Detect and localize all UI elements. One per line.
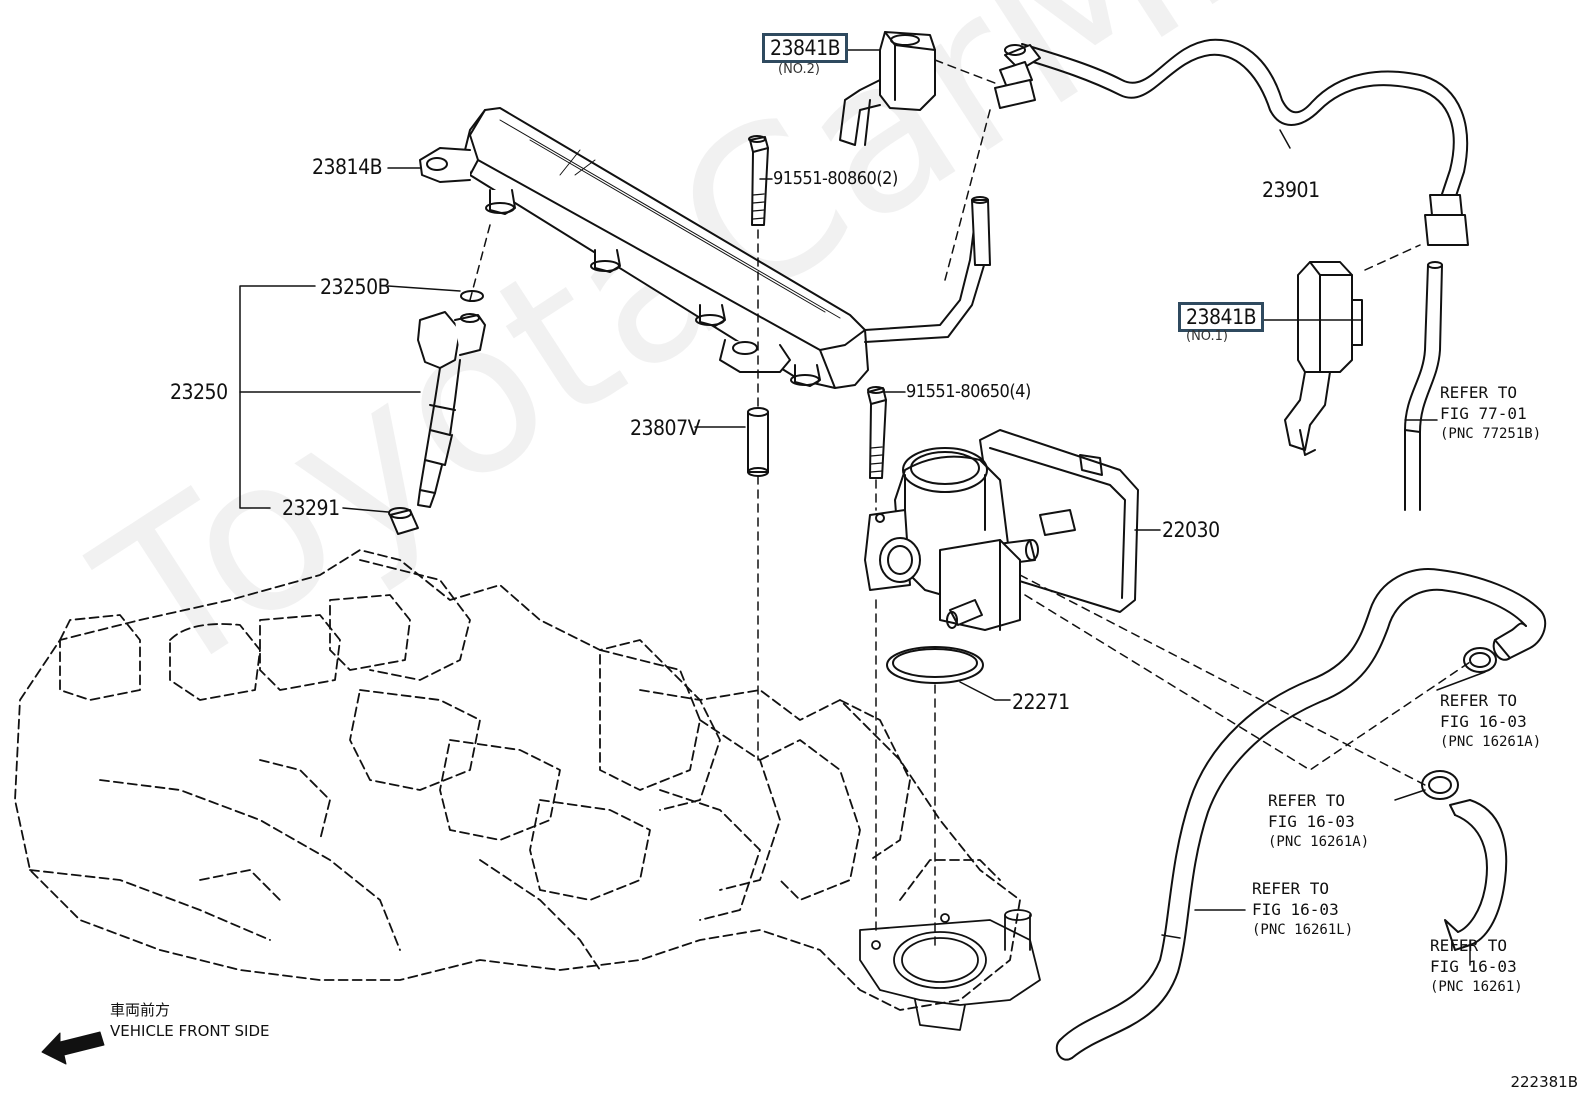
refer-line1: REFER TO [1440,383,1518,402]
coolant-hose-16261L [1055,568,1547,1061]
refer-line2: FIG 77-01 [1440,404,1527,423]
part-sublabel-no1: (NO.1) [1186,329,1228,344]
gasket-22271 [886,646,984,684]
part-label-91551-80860[interactable]: 91551-80860(2) [773,168,898,189]
intake-flange [859,909,1041,1031]
part-label-23291[interactable]: 23291 [282,496,340,520]
part-label-23250[interactable]: 23250 [170,380,228,404]
refer-pnc: (PNC 16261A) [1440,734,1542,750]
refer-block-16-03-a-lower[interactable]: REFER TO FIG 16-03 (PNC 16261A) [1268,790,1369,853]
refer-line1: REFER TO [1252,879,1330,898]
part-sublabel-no2: (NO.2) [778,62,820,77]
refer-block-77-01[interactable]: REFER TO FIG 77-01 (PNC 77251B) [1440,382,1541,445]
refer-pnc: (PNC 16261L) [1252,922,1354,938]
part-label-22030[interactable]: 22030 [1162,518,1220,542]
throttle-body-22030 [864,429,1139,631]
refer-line2: FIG 16-03 [1268,812,1355,831]
hose-clamp-upper [1463,647,1497,673]
fuel-rail-23814B [419,107,991,389]
vehicle-front-marker: 車両前方 VEHICLE FRONT SIDE [110,1000,270,1042]
refer-pnc: (PNC 16261A) [1268,834,1370,850]
connector-23841B-no2 [839,31,936,146]
vehicle-front-en: VEHICLE FRONT SIDE [110,1022,270,1040]
part-label-23814B[interactable]: 23814B [312,155,383,179]
fuel-injector-23250 [388,290,486,535]
diagram-number: 222381B [1510,1073,1578,1091]
guide-lines [469,59,1471,951]
refer-line1: REFER TO [1430,936,1508,955]
hose-77-01 [1404,261,1443,511]
refer-block-16-03-l[interactable]: REFER TO FIG 16-03 (PNC 16261L) [1252,878,1353,941]
refer-line1: REFER TO [1268,791,1346,810]
engine-intake-manifold [14,549,1021,1011]
hose-16261 [1444,799,1508,951]
refer-line2: FIG 16-03 [1430,957,1517,976]
part-label-91551-80650[interactable]: 91551-80650(4) [906,381,1031,402]
part-label-22271[interactable]: 22271 [1012,690,1070,714]
part-label-23841B-no2[interactable]: 23841B [762,33,849,63]
part-label-23250B[interactable]: 23250B [320,275,391,299]
refer-pnc: (PNC 77251B) [1440,426,1542,442]
hose-clamp-lower [1421,770,1459,800]
spacer-23807V [747,407,769,477]
part-label-23807V[interactable]: 23807V [630,416,701,440]
vehicle-front-arrow-icon [41,1031,105,1065]
refer-line1: REFER TO [1440,691,1518,710]
refer-line2: FIG 16-03 [1440,712,1527,731]
refer-block-16-03-a-upper[interactable]: REFER TO FIG 16-03 (PNC 16261A) [1440,690,1541,753]
part-label-23841B-no1[interactable]: 23841B [1178,302,1265,332]
bolt-91551-80650 [867,386,887,479]
part-label-23901[interactable]: 23901 [1262,178,1320,202]
refer-block-16-03[interactable]: REFER TO FIG 16-03 (PNC 16261) [1430,935,1523,998]
vehicle-front-jp: 車両前方 [110,1001,171,1019]
bolt-91551-80860 [748,135,769,226]
refer-pnc: (PNC 16261) [1430,979,1523,995]
fuel-hose-23901 [994,38,1469,246]
connector-23841B-no1 [1284,261,1363,456]
refer-line2: FIG 16-03 [1252,900,1339,919]
